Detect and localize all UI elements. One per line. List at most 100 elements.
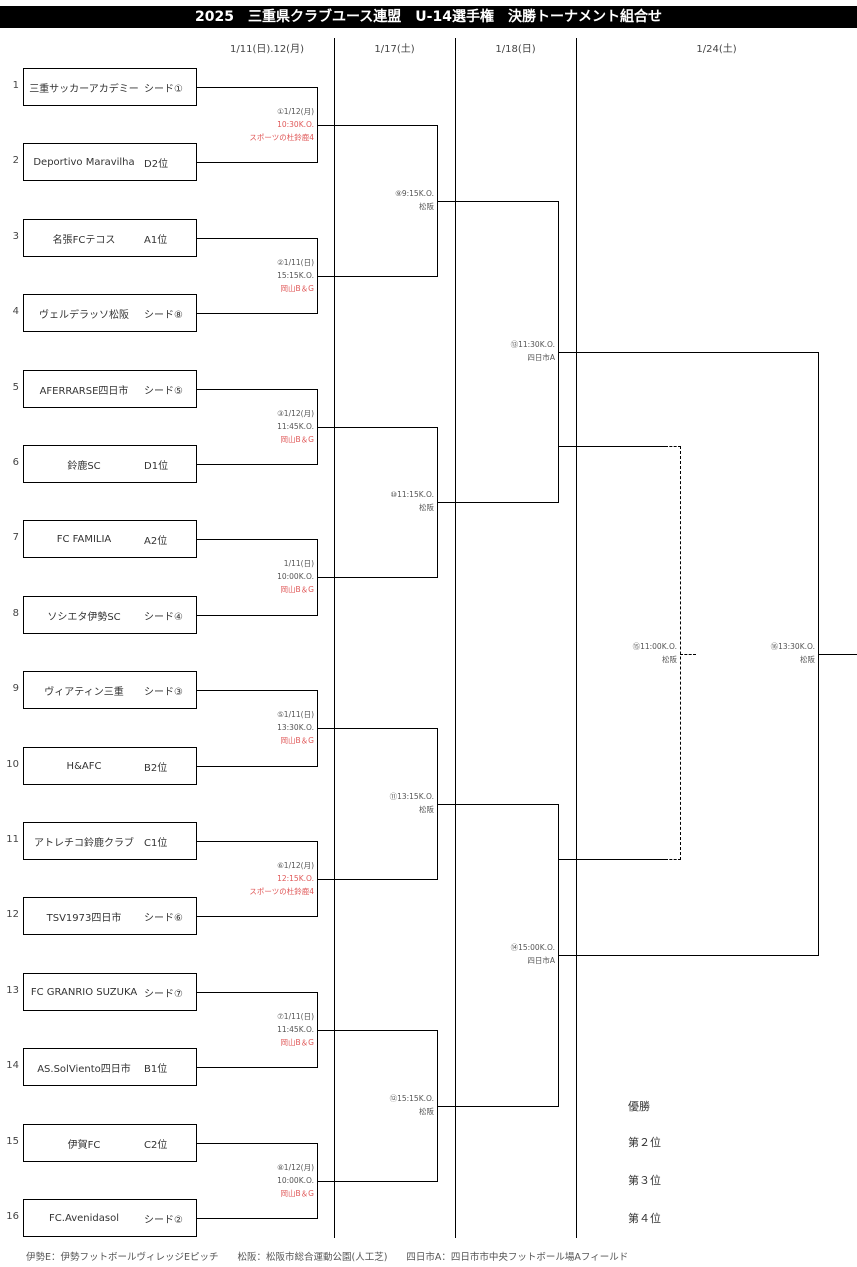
match-info: 松阪 — [419, 1107, 434, 1116]
team-qualification: シード⑤ — [144, 385, 183, 397]
team-box: 名張FCテコス A1位 — [23, 219, 197, 257]
team-name: ヴェルデラッソ松阪 — [39, 309, 129, 321]
date-header-final: 1/24(土) — [696, 44, 737, 55]
bracket-line — [196, 313, 318, 314]
bracket-line — [437, 201, 559, 202]
team-name: H&AFC — [66, 760, 102, 772]
match-info: 11:45K.O. — [277, 422, 314, 431]
team-seed-number: 14 — [6, 1060, 19, 1071]
team-box: TSV1973四日市シード⑥ — [23, 897, 197, 935]
bracket-line — [196, 162, 318, 163]
bracket-line — [196, 389, 318, 390]
team-box: ヴィアティン三重 シード③ — [23, 671, 197, 709]
team-qualification: C2位 — [144, 1139, 168, 1151]
match-info: ⑫15:15K.O. — [389, 1094, 434, 1103]
bracket-line — [317, 879, 438, 880]
match-info: ⑦1/11(日) — [277, 1012, 314, 1021]
team-name: 名張FCテコス — [52, 234, 116, 246]
final-match-info: 松阪 — [800, 655, 815, 664]
match-info: 15:15K.O. — [277, 271, 314, 280]
team-qualification: A1位 — [144, 234, 168, 246]
bracket-line — [196, 238, 318, 239]
bracket-line — [196, 539, 318, 540]
team-name: 鈴鹿SC — [67, 460, 101, 472]
rank-second: 第２位 — [628, 1136, 661, 1149]
bracket-line — [818, 654, 857, 655]
bracket-line-dashed — [680, 654, 696, 655]
match-info: ⑨9:15K.O. — [395, 189, 434, 198]
team-seed-number: 12 — [6, 909, 19, 920]
bracket-line — [558, 955, 819, 956]
team-seed-number: 9 — [12, 683, 19, 694]
column-divider — [576, 38, 577, 1238]
bracket-line — [317, 125, 438, 126]
match-info: ⑥1/12(月) — [277, 861, 314, 870]
match-info: スポーツの杜鈴鹿4 — [249, 133, 314, 142]
bracket-line — [196, 1218, 318, 1219]
match-info: ①1/12(月) — [277, 107, 314, 116]
bracket-line — [317, 728, 438, 729]
third-place-match-info: ⑮11:00K.O. — [632, 642, 677, 651]
bracket-line — [196, 87, 318, 88]
team-box: ヴェルデラッソ松阪 シード⑧ — [23, 294, 197, 332]
team-qualification: A2位 — [144, 535, 168, 547]
match-info: 10:00K.O. — [277, 572, 314, 581]
bracket-line — [558, 859, 666, 860]
final-match-info: ⑯13:30K.O. — [770, 642, 815, 651]
team-seed-number: 15 — [6, 1136, 19, 1147]
match-info: 12:15K.O. — [277, 874, 314, 883]
match-info: 岡山B＆G — [280, 435, 314, 444]
bracket-line — [558, 352, 819, 353]
match-info: ⑬11:30K.O. — [510, 340, 555, 349]
team-qualification: シード⑧ — [144, 309, 183, 321]
rank-fourth: 第４位 — [628, 1212, 661, 1225]
match-info: 13:30K.O. — [277, 723, 314, 732]
team-seed-number: 6 — [12, 457, 19, 468]
match-info: ⑪13:15K.O. — [389, 792, 434, 801]
column-divider — [334, 38, 335, 1238]
third-place-match-info: 松阪 — [662, 655, 677, 664]
match-info: ⑩11:15K.O. — [390, 490, 434, 499]
team-seed-number: 13 — [6, 985, 19, 996]
bracket-line — [196, 841, 318, 842]
bracket-line — [196, 992, 318, 993]
match-info: 四日市A — [527, 956, 555, 965]
match-info: 11:45K.O. — [277, 1025, 314, 1034]
bracket-line — [437, 1106, 559, 1107]
page-title: 2025 三重県クラブユース連盟 U-14選手権 決勝トーナメント組合せ — [0, 6, 857, 28]
date-header-round3: 1/18(日) — [495, 44, 536, 55]
bracket-line — [317, 427, 438, 428]
date-header-round1: 1/11(日).12(月) — [230, 44, 304, 55]
team-qualification: シード① — [144, 83, 183, 95]
team-name: ヴィアティン三重 — [44, 686, 124, 698]
match-info: 松阪 — [419, 503, 434, 512]
team-seed-number: 11 — [6, 834, 19, 845]
match-info: 1/11(日) — [283, 559, 314, 568]
column-divider — [455, 38, 456, 1238]
team-seed-number: 5 — [12, 382, 19, 393]
match-info: ⑧1/12(月) — [277, 1163, 314, 1172]
team-seed-number: 10 — [6, 759, 19, 770]
bracket-line — [437, 804, 559, 805]
team-name: 三重サッカーアカデミー — [29, 83, 139, 95]
team-qualification: C1位 — [144, 837, 168, 849]
match-info: 岡山B＆G — [280, 1189, 314, 1198]
bracket-line-dashed — [680, 446, 681, 860]
rank-third: 第３位 — [628, 1174, 661, 1187]
bracket-line — [437, 502, 559, 503]
match-info: 岡山B＆G — [280, 284, 314, 293]
match-info: 松阪 — [419, 202, 434, 211]
bracket-line — [317, 1181, 438, 1182]
team-qualification: シード③ — [144, 686, 183, 698]
match-info: 四日市A — [527, 353, 555, 362]
match-info: ③1/12(月) — [277, 409, 314, 418]
team-qualification: シード② — [144, 1214, 183, 1226]
match-info: スポーツの杜鈴鹿4 — [249, 887, 314, 896]
